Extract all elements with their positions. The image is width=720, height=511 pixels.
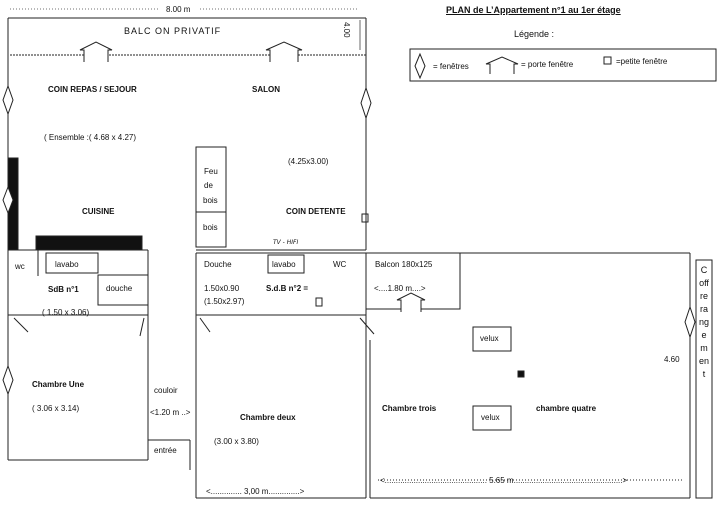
french-window-icon [396, 292, 426, 312]
window-icon [360, 86, 372, 120]
legend-small-window-icon [603, 56, 612, 65]
entrance-label: entrée [154, 446, 177, 455]
room-dining: COIN REPAS / SEJOUR [48, 85, 137, 94]
dim-room2-width: <.............. 3,00 m..............> [206, 487, 305, 496]
storage-label: Coffre rangement [699, 265, 710, 379]
dim-corridor: <1.20 m ..> [150, 408, 191, 417]
legend-french-window: = porte fenêtre [521, 60, 574, 69]
window-icon [684, 305, 696, 339]
room-salon: SALON [252, 85, 280, 94]
legend-windows: = fenêtres [433, 62, 469, 71]
room2-label: Chambre deux [240, 413, 296, 422]
lavabo2-label: lavabo [272, 260, 296, 269]
window-icon [2, 84, 14, 116]
bath1-dims: ( 1.50 x 3.06) [42, 308, 90, 317]
room-relax: COIN DETENTE [286, 207, 346, 216]
firewood-label-4: bois [203, 223, 218, 232]
fireplace-box [195, 146, 227, 248]
dim-right-height: 4.60 [664, 355, 680, 364]
wc1-label: wc [15, 262, 25, 271]
bath2-label: S.d.B n°2 = [266, 284, 309, 293]
kitchen-wall-horizontal [35, 235, 143, 251]
lavabo1-label: lavabo [55, 260, 79, 269]
balcony-small-label: Balcon 180x125 [375, 260, 433, 269]
window-icon [2, 364, 14, 396]
french-window-icon [265, 41, 303, 62]
storage-box [695, 259, 713, 499]
dim-top-width: 8.00 m [166, 5, 191, 14]
bath2-dims: (1.50x2.97) [204, 297, 245, 306]
window-icon [2, 185, 14, 215]
room-dining-dims: ( Ensemble :( 4.68 x 4.27) [44, 133, 137, 142]
velux-box-2 [472, 405, 512, 431]
firewood-label-3: bois [203, 196, 218, 205]
dim-balcony-width: <....1.80 m....> [374, 284, 426, 293]
legend-window-icon [414, 52, 426, 80]
wc2-label: WC [333, 260, 347, 269]
room-salon-dims: (4.25x3.00) [288, 157, 329, 166]
french-window-icon [79, 41, 113, 62]
room4-label: chambre quatre [536, 404, 597, 413]
room1-dims: ( 3.06 x 3.14) [32, 404, 80, 413]
room3-label: Chambre trois [382, 404, 437, 413]
legend-box [409, 48, 717, 82]
douche1-label: douche [106, 284, 133, 293]
room-kitchen: CUISINE [82, 207, 115, 216]
room2-dims: (3.00 x 3.80) [214, 437, 259, 446]
legend-small-window: =petite fenêtre [616, 57, 668, 66]
balcony-label: BALC ON PRIVATIF [124, 26, 222, 36]
velux2-label: velux [481, 413, 500, 422]
velux1-label: velux [480, 334, 499, 343]
legend-heading: Légende : [514, 29, 555, 39]
douche2-label: Douche [204, 260, 232, 269]
room1-label: Chambre Une [32, 380, 85, 389]
velux-box-1 [472, 326, 512, 352]
corridor-label: couloir [154, 386, 178, 395]
douche2-dims: 1.50x0.90 [204, 284, 240, 293]
dim-bottom-right: <.......................................… [380, 476, 628, 485]
firewood-label-2: de [204, 181, 213, 190]
plan-title: PLAN de L’Appartement n°1 au 1er étage [446, 5, 621, 15]
legend-french-window-icon [485, 56, 519, 74]
firewood-label-1: Feu [204, 167, 218, 176]
tv-note: TV - HIFI [273, 239, 299, 246]
bath1-label: SdB n°1 [48, 285, 79, 294]
dim-side-height: 4.00 [342, 22, 351, 38]
